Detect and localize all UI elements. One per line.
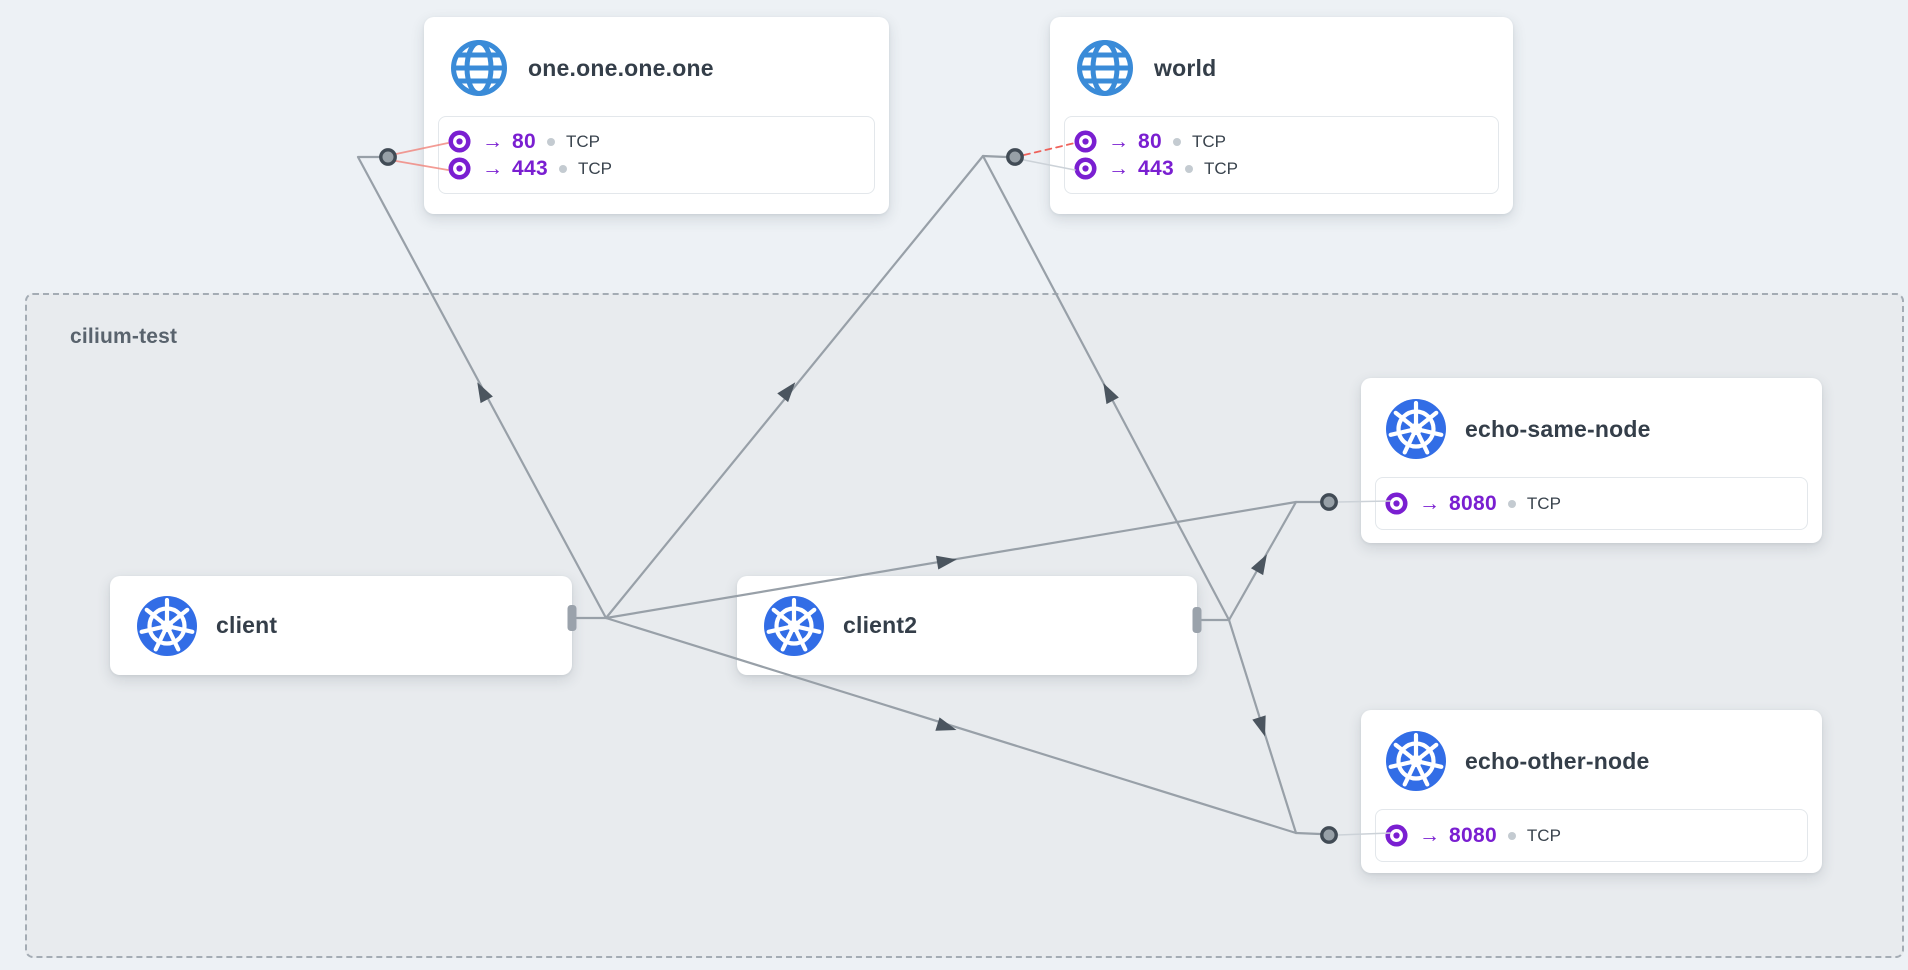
port-protocol: TCP [1191, 131, 1226, 151]
arrow-right-icon: → [482, 130, 503, 153]
port-protocol: TCP [577, 158, 612, 178]
separator-dot-icon [1184, 164, 1193, 173]
port-number: 8080 [1449, 823, 1497, 847]
node-header: world [1050, 17, 1513, 98]
port-icon [447, 156, 472, 181]
port-row-8080: → 8080 TCP [1384, 490, 1797, 517]
arrow-right-icon: → [482, 157, 503, 180]
port-protocol: TCP [1203, 158, 1238, 178]
port-icon [447, 129, 472, 154]
port-number: 8080 [1449, 491, 1497, 515]
separator-dot-icon [1172, 137, 1181, 146]
node-card-client2[interactable]: client2 [737, 576, 1197, 675]
port-row-80: → 80 TCP [1073, 128, 1488, 155]
ingress-connector-dot [1006, 148, 1024, 166]
node-header: one.one.one.one [424, 17, 889, 98]
ports-box: → 80 TCP → 443 TCP [1064, 116, 1499, 194]
kubernetes-icon [764, 595, 824, 656]
separator-dot-icon [546, 137, 555, 146]
globe-icon [1075, 38, 1135, 98]
kubernetes-icon [137, 595, 197, 656]
arrow-right-icon: → [1419, 492, 1440, 515]
node-header: client2 [737, 576, 1197, 675]
node-card-client[interactable]: client [110, 576, 572, 675]
port-number: 443 [512, 156, 548, 180]
port-icon [1073, 129, 1098, 154]
port-number: 80 [1138, 129, 1162, 153]
ports-box: → 80 TCP → 443 TCP [438, 116, 875, 194]
ports-box: → 8080 TCP [1375, 477, 1808, 530]
kubernetes-icon [1386, 399, 1446, 459]
arrow-right-icon: → [1108, 157, 1129, 180]
node-title: echo-same-node [1465, 415, 1651, 442]
kubernetes-icon [1386, 731, 1446, 791]
node-title: client [216, 612, 278, 638]
node-title: world [1154, 54, 1217, 81]
node-title: client2 [843, 612, 918, 638]
globe-icon [449, 38, 509, 98]
ingress-connector-dot [379, 148, 397, 166]
port-number: 80 [512, 129, 536, 153]
port-row-443: → 443 TCP [447, 155, 864, 182]
arrow-right-icon: → [1419, 824, 1440, 847]
node-card-one-one-one-one[interactable]: one.one.one.one → 80 TCP → 443 TCP [424, 17, 889, 214]
port-row-8080: → 8080 TCP [1384, 822, 1797, 849]
node-header: client [110, 576, 572, 675]
port-icon [1384, 823, 1409, 848]
port-icon [1384, 491, 1409, 516]
port-protocol: TCP [1526, 493, 1561, 513]
node-header: echo-other-node [1361, 710, 1822, 791]
port-number: 443 [1138, 156, 1174, 180]
node-card-world[interactable]: world → 80 TCP → 443 TCP [1050, 17, 1513, 214]
node-header: echo-same-node [1361, 378, 1822, 459]
port-row-80: → 80 TCP [447, 128, 864, 155]
port-protocol: TCP [565, 131, 600, 151]
port-icon [1073, 156, 1098, 181]
namespace-label: cilium-test [70, 325, 178, 348]
arrow-right-icon: → [1108, 130, 1129, 153]
ports-box: → 8080 TCP [1375, 809, 1808, 862]
node-title: echo-other-node [1465, 747, 1650, 774]
separator-dot-icon [558, 164, 567, 173]
node-card-echo-same-node[interactable]: echo-same-node → 8080 TCP [1361, 378, 1822, 543]
separator-dot-icon [1507, 499, 1516, 508]
port-row-443: → 443 TCP [1073, 155, 1488, 182]
separator-dot-icon [1507, 831, 1516, 840]
node-card-echo-other-node[interactable]: echo-other-node → 8080 TCP [1361, 710, 1822, 873]
node-title: one.one.one.one [528, 54, 714, 81]
port-protocol: TCP [1526, 825, 1561, 845]
